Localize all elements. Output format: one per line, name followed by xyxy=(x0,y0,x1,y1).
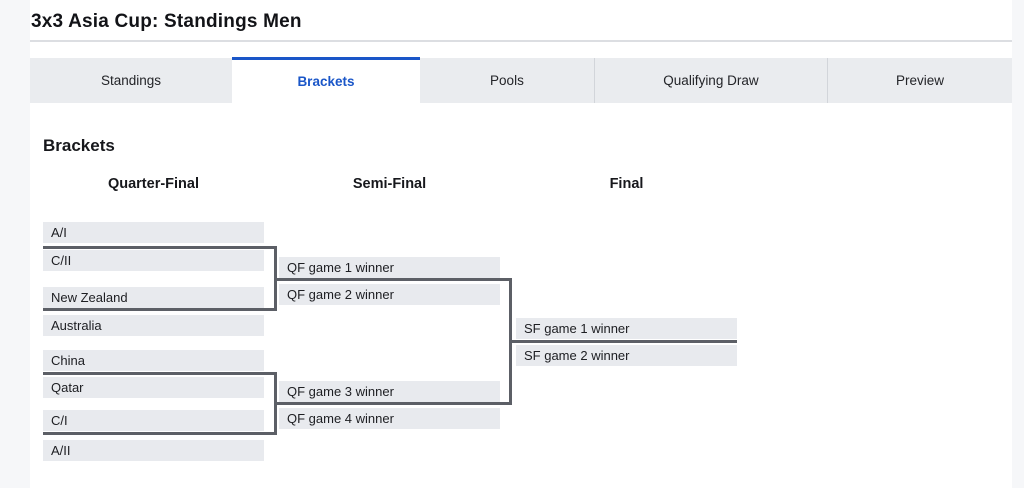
round-header-final: Final xyxy=(609,176,644,192)
sf-slot-3: QF game 3 winner xyxy=(279,381,500,402)
final-slot-2: SF game 2 winner xyxy=(516,345,737,366)
qf-slot-8: A/II xyxy=(43,440,264,461)
tab-pools[interactable]: Pools xyxy=(419,58,594,103)
qf-slot-1: A/I xyxy=(43,222,264,243)
page-title: 3x3 Asia Cup: Standings Men xyxy=(31,11,302,32)
tab-preview[interactable]: Preview xyxy=(826,58,1012,103)
qf-slot-7: C/I xyxy=(43,410,264,431)
tab-qualifying-draw[interactable]: Qualifying Draw xyxy=(593,58,827,103)
bracket-connector-line xyxy=(43,432,277,435)
sf-slot-1: QF game 1 winner xyxy=(279,257,500,278)
qf-slot-4: Australia xyxy=(43,315,264,336)
qf-slot-2: C/II xyxy=(43,250,264,271)
qf-slot-6: Qatar xyxy=(43,377,264,398)
bracket-connector-line xyxy=(274,278,512,281)
sf-slot-2: QF game 2 winner xyxy=(279,284,500,305)
qf-slot-5: China xyxy=(43,350,264,371)
brackets-heading: Brackets xyxy=(43,136,115,155)
tab-standings[interactable]: Standings xyxy=(30,58,232,103)
tab-brackets[interactable]: Brackets xyxy=(231,57,420,103)
tab-bar: Standings Brackets Pools Qualifying Draw… xyxy=(30,57,1012,103)
round-header-semi-final: Semi-Final xyxy=(352,176,427,192)
bracket-connector-line xyxy=(509,340,737,343)
round-header-quarter-final: Quarter-Final xyxy=(107,176,200,192)
sf-slot-4: QF game 4 winner xyxy=(279,408,500,429)
final-slot-1: SF game 1 winner xyxy=(516,318,737,339)
bracket-connector-line xyxy=(274,402,512,405)
bracket-connector-line xyxy=(43,372,277,375)
bracket-connector-line xyxy=(43,308,277,311)
bracket-connector-line xyxy=(43,246,277,249)
qf-slot-3: New Zealand xyxy=(43,287,264,308)
title-divider xyxy=(30,40,1012,42)
